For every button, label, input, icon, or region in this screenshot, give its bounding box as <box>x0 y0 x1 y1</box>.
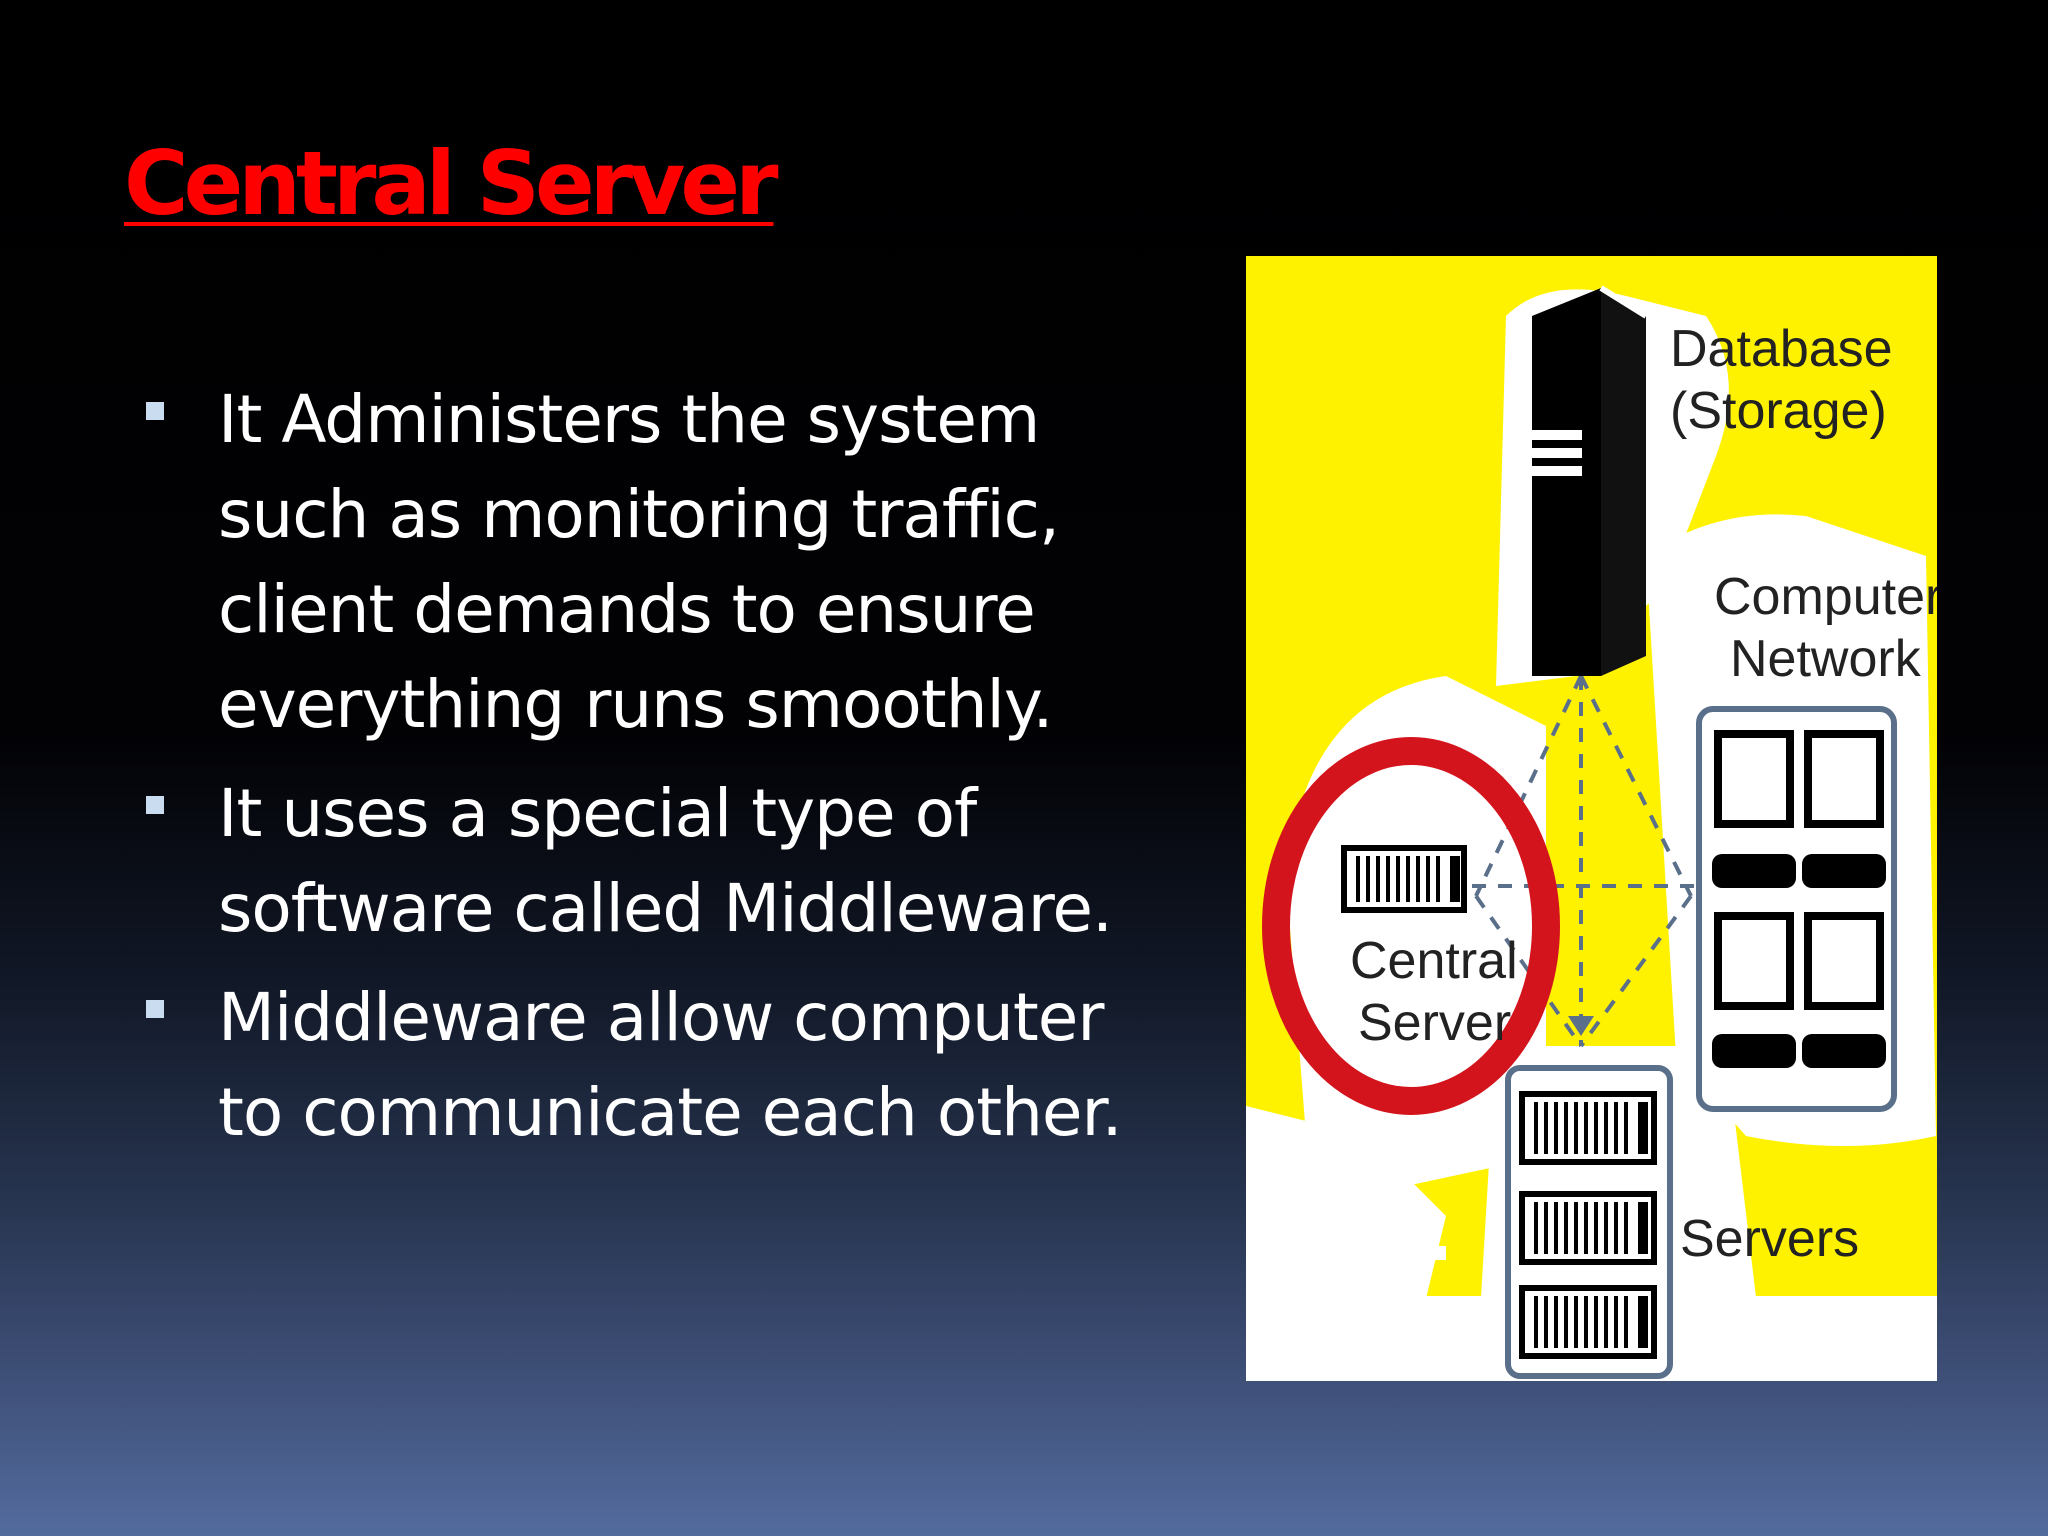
server-label: Server <box>1358 994 1511 1052</box>
storage-label: (Storage) <box>1670 382 1887 440</box>
network-diagram-image: Database (Storage) Computer Network Cent… <box>1246 256 1937 1381</box>
bullet-list: It Administers the system such as monito… <box>146 372 1166 1174</box>
bullet-text-line: software called Middleware. <box>218 870 1113 947</box>
central-server-icon <box>1262 737 1560 1115</box>
arrowhead-icon <box>1568 1016 1594 1036</box>
slide-title: Central Server <box>124 132 778 235</box>
bullet-square-icon <box>146 1000 164 1018</box>
bullet-text-line: such as monitoring traffic, <box>218 476 1060 553</box>
database-server-icon <box>1528 285 1648 676</box>
bullet-item: It uses a special type of software calle… <box>146 766 1166 956</box>
network-label: Network <box>1730 630 1922 688</box>
bullet-square-icon <box>146 796 164 814</box>
bullet-text-line: Middleware allow computer <box>218 979 1104 1056</box>
bullet-text-line: client demands to ensure <box>218 571 1036 648</box>
bullet-item: It Administers the system such as monito… <box>146 372 1166 752</box>
bullet-text-line: It Administers the system <box>218 381 1040 458</box>
computer-network-icon <box>1696 706 1897 1112</box>
bullet-square-icon <box>146 402 164 420</box>
bullet-text-line: everything runs smoothly. <box>218 666 1053 743</box>
network-diagram-svg: Database (Storage) Computer Network Cent… <box>1246 285 1937 1381</box>
servers-stack-icon <box>1505 1065 1673 1379</box>
computer-label: Computer <box>1714 568 1937 626</box>
bullet-item: Middleware allow computer to communicate… <box>146 970 1166 1160</box>
central-label: Central <box>1350 932 1518 990</box>
white-band <box>1246 1246 1446 1260</box>
bullet-text-line: to communicate each other. <box>218 1074 1123 1151</box>
database-label: Database <box>1670 320 1893 378</box>
bullet-text-line: It uses a special type of <box>218 775 977 852</box>
servers-label: Servers <box>1680 1210 1859 1268</box>
